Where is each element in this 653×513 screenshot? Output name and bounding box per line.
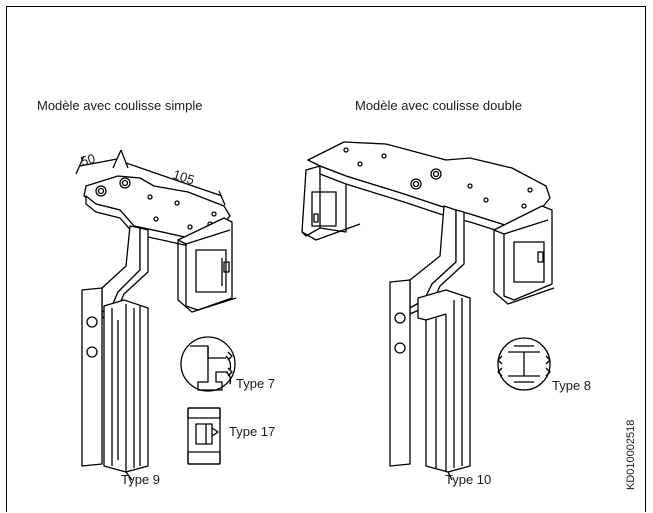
label-type9: Type 9 (121, 472, 161, 487)
type8-profile (497, 337, 551, 391)
drawing-code: KD010002518 (625, 419, 637, 490)
type17-profile (187, 407, 221, 465)
label-type10: Type 10 (445, 472, 492, 487)
dimension-length: 105 (171, 167, 196, 188)
heading-double-slide: Modèle avec coulisse double (355, 98, 522, 113)
label-type17: Type 17 (229, 424, 276, 439)
dimension-width: 50 (79, 151, 97, 169)
double-slide-bracket (301, 141, 555, 473)
heading-simple-slide: Modèle avec coulisse simple (37, 98, 203, 113)
figure-frame (6, 6, 646, 512)
leader-type9 (125, 471, 133, 481)
single-slide-bracket (75, 149, 237, 473)
type7-profile (180, 336, 236, 392)
label-type8: Type 8 (552, 378, 592, 393)
label-type7: Type 7 (236, 376, 276, 391)
leader-type10 (447, 471, 453, 481)
